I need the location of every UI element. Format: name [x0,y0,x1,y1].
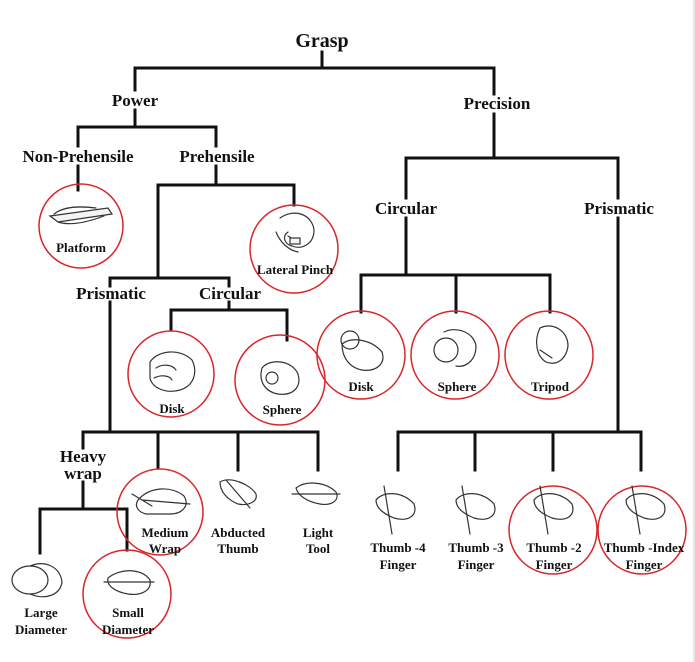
sphere-right-label: Sphere [438,379,477,394]
tripod-label: Tripod [531,379,570,394]
platform-circle [38,183,124,269]
light-tool-hand-icon [291,482,341,505]
disk-right-circle [316,310,406,400]
thumbindex-hand-icon [625,485,666,535]
heavy-wrap-label-2: wrap [64,464,102,483]
thumb3-hand-icon [455,485,496,535]
large-diameter-label-1: Large [24,605,57,620]
abducted-thumb-label-2: Thumb [217,541,258,556]
small-diameter-circle [82,549,172,639]
small-diameter-label-1: Small [112,605,144,620]
medium-wrap-circle [116,468,204,556]
thumb4-label-2: Finger [380,557,417,572]
thumb2-circle [508,485,598,575]
lateral-pinch-hand-icon [275,212,315,253]
circular-right-label: Circular [375,199,437,218]
medium-wrap-label-2: Wrap [149,541,181,556]
tripod-circle [504,310,594,400]
hand-sketches [11,206,666,598]
thumb2-label-2: Finger [536,557,573,572]
disk-left-label: Disk [159,401,185,416]
disk-left-hand-icon [149,351,196,392]
border-line [693,0,695,662]
non-prehensile-label: Non-Prehensile [22,147,134,166]
tree-edges [38,50,643,555]
circular-left-label: Circular [199,284,261,303]
light-tool-label-1: Light [303,525,334,540]
abducted-thumb-label-1: Abducted [211,525,266,540]
thumbindex-circle [597,485,687,575]
platform-label: Platform [56,240,106,255]
sphere-right-hand-icon [433,329,477,367]
root-label: Grasp [295,30,348,52]
small-diameter-label-2: Diameter [102,622,154,637]
thumbindex-label-1: Thumb -Index [604,540,685,555]
labels: Grasp Power Precision Non-Prehensile Pre… [15,30,685,637]
sphere-left-hand-icon [260,361,300,395]
light-tool-label-2: Tool [306,541,330,556]
disk-right-label: Disk [348,379,374,394]
small-diameter-hand-icon [103,570,155,595]
precision-label: Precision [464,94,531,113]
medium-wrap-label-1: Medium [142,525,189,540]
thumbindex-label-2: Finger [626,557,663,572]
disk-left-circle [127,330,215,418]
medium-wrap-hand-icon [131,488,191,515]
tripod-hand-icon [536,325,569,364]
thumb4-hand-icon [375,485,416,535]
platform-hand-icon [48,206,114,225]
thumb3-label-1: Thumb -3 [448,540,504,555]
thumb3-label-2: Finger [458,557,495,572]
sphere-left-label: Sphere [263,402,302,417]
lateral-pinch-circle [249,204,339,294]
large-diameter-label-2: Diameter [15,622,67,637]
abducted-thumb-hand-icon [219,479,257,509]
power-label: Power [112,91,159,110]
thumb4-label-1: Thumb -4 [370,540,426,555]
lateral-pinch-label: Lateral Pinch [257,262,334,277]
thumb2-hand-icon [533,485,574,535]
prehensile-label: Prehensile [179,147,255,166]
highlight-circles [38,183,687,639]
disk-right-hand-icon [340,330,384,371]
sphere-right-circle [410,310,500,400]
heavy-wrap-label-1: Heavy [60,447,107,466]
prismatic-left-label: Prismatic [76,284,146,303]
thumb2-label-1: Thumb -2 [526,540,581,555]
prismatic-right-label: Prismatic [584,199,654,218]
large-diameter-hand-icon [11,563,63,598]
